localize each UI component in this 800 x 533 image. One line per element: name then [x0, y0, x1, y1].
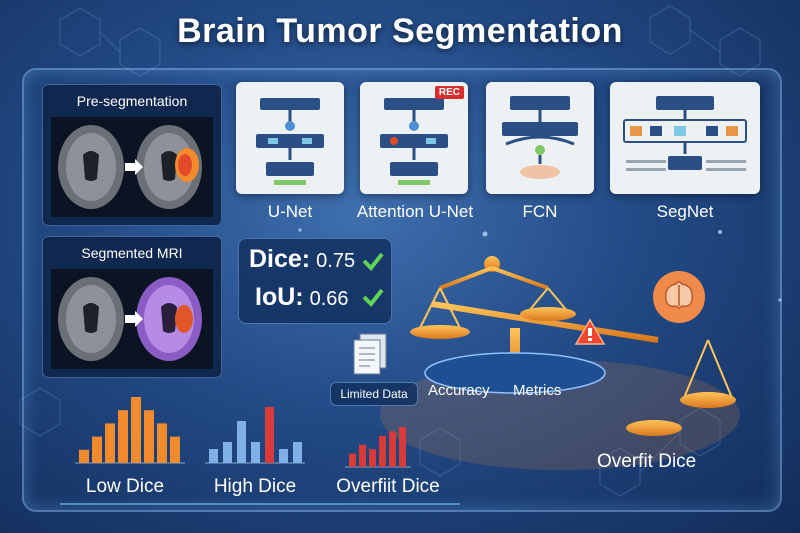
iou-check-icon — [362, 288, 384, 307]
histogram-bar — [131, 397, 141, 463]
segmented-mri-panel: Segmented MRI — [42, 236, 222, 378]
histogram-bar — [223, 442, 232, 463]
histogram-bar — [209, 449, 218, 463]
low-dice-histogram — [75, 397, 185, 464]
histogram-bar — [157, 423, 167, 463]
attention-unet-label: Attention U-Net — [356, 202, 474, 221]
histogram-bar — [105, 423, 115, 463]
histogram-bar — [92, 436, 102, 463]
limited-data-label: Limited Data — [330, 382, 418, 406]
pre-segmentation-mri-image — [51, 117, 213, 217]
histogram-bar — [379, 435, 386, 467]
segnet-label: SegNet — [656, 202, 714, 221]
fcn-diagram — [502, 96, 578, 179]
fcn-label: FCN — [522, 202, 558, 221]
metrics-panel: Dice:0.75 IoU:0.66 — [238, 238, 392, 324]
histogram-bar — [293, 442, 302, 463]
histogram-bar — [144, 410, 154, 463]
iou-value: 0.66 — [309, 288, 349, 310]
histogram-bar — [349, 453, 356, 467]
segnet-diagram-card — [610, 82, 760, 194]
histogram-bar — [389, 431, 396, 467]
segnet-diagram — [623, 96, 747, 171]
metrics-label: Metrics — [513, 382, 562, 399]
low-dice-label: Low Dice — [85, 476, 165, 497]
fcn-diagram-card — [486, 82, 594, 194]
histogram-bar — [79, 449, 89, 463]
pre-segmentation-label: Pre-segmentation — [76, 93, 188, 109]
segmented-mri-label: Segmented MRI — [81, 245, 183, 261]
pre-segmentation-panel: Pre-segmentation — [42, 84, 222, 226]
bottom-glow-line — [60, 503, 460, 505]
unet-diagram-card — [236, 82, 344, 194]
iou-row: IoU:0.66 — [255, 283, 349, 312]
attention-unet-diagram-card: REC — [360, 82, 468, 194]
histogram-bar — [265, 407, 274, 463]
rec-badge: REC — [434, 86, 464, 99]
brain-icon — [653, 271, 705, 323]
dice-value: 0.75 — [316, 250, 356, 272]
high-dice-histogram — [205, 407, 305, 464]
histogram-bar — [237, 421, 246, 463]
histogram-bar — [369, 449, 376, 467]
overfit-dice-scale-label: Overfit Dice — [597, 451, 697, 472]
histogram-bar — [359, 444, 366, 467]
histogram-bar — [279, 449, 288, 463]
dice-label: Dice: — [249, 245, 311, 273]
iou-label: IoU: — [255, 283, 304, 311]
histogram-bar — [399, 427, 406, 467]
high-dice-label: High Dice — [213, 476, 297, 497]
balance-scale-illustration — [410, 256, 736, 436]
unet-label: U-Net — [267, 202, 313, 221]
accuracy-label: Accuracy — [428, 382, 490, 399]
documents-icon — [353, 333, 387, 375]
dice-row: Dice:0.75 — [249, 245, 355, 274]
attention-unet-diagram — [380, 98, 448, 185]
overfit-dice-histogram — [345, 427, 411, 468]
histogram-bar — [118, 410, 128, 463]
overfit-dice-label: Overfiit Dice — [336, 476, 440, 497]
histogram-bar — [251, 442, 260, 463]
page-title: Brain Tumor Segmentation — [177, 12, 623, 50]
unet-diagram — [256, 98, 324, 185]
histogram-bar — [170, 436, 180, 463]
dice-check-icon — [362, 252, 384, 271]
segmented-mri-image — [51, 269, 213, 369]
content-frame — [22, 68, 782, 512]
